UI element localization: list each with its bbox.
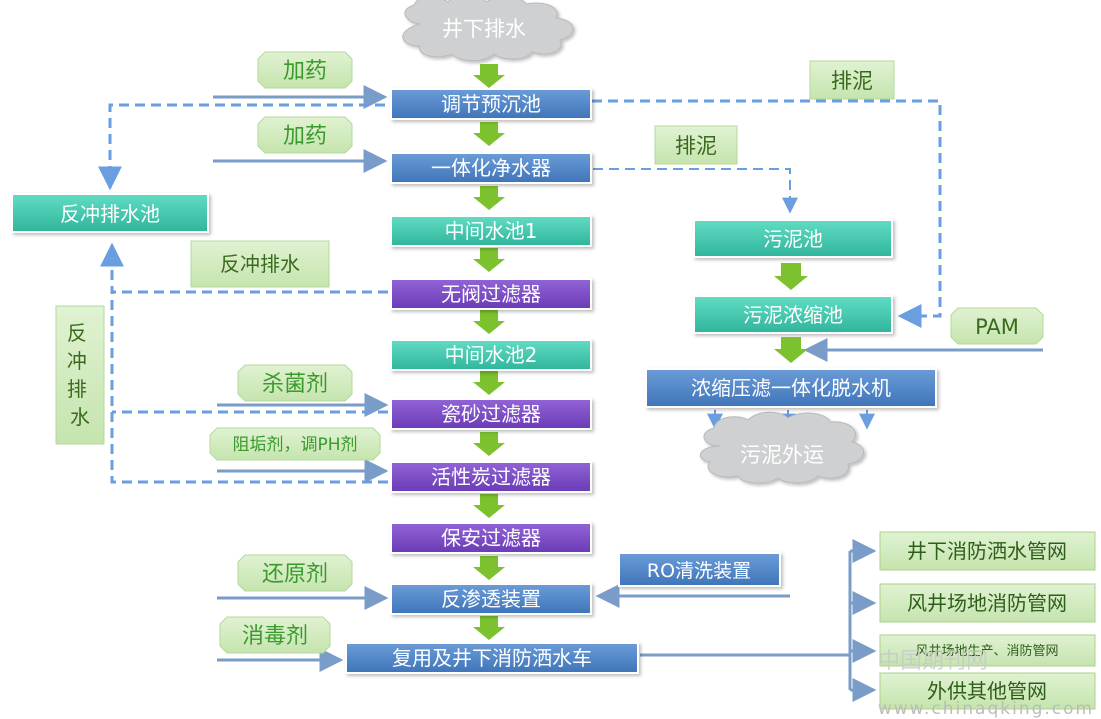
connector-lines	[213, 85, 1043, 702]
chemical-tag-scale_ph	[209, 427, 381, 461]
output-label: 井下消防洒水管网	[907, 539, 1067, 563]
sludge-thickener-label: 污泥浓缩池	[743, 303, 843, 327]
output-box-2[interactable]	[879, 583, 1096, 623]
pam-tag	[950, 307, 1044, 345]
sludge-discharge-label-2: 排泥	[675, 134, 717, 158]
pam-label: PAM	[975, 315, 1019, 339]
green-arrow	[774, 337, 808, 363]
cloud-source	[402, 0, 574, 62]
sludge-line	[592, 99, 942, 328]
process-box-label: 中间水池1	[445, 219, 538, 243]
green-arrow	[774, 263, 808, 290]
ro-cleaning-box[interactable]	[618, 552, 781, 587]
backwash-vertical-label: 反 冲 排 水	[67, 321, 93, 429]
sludge-pond-box[interactable]	[693, 219, 893, 258]
green-arrow	[473, 64, 505, 88]
process-box-label: 活性炭过滤器	[431, 465, 551, 489]
output-box-1[interactable]	[879, 531, 1096, 571]
chemical-label: 杀菌剂	[262, 372, 328, 397]
output-label: 风井场地消防管网	[907, 591, 1067, 615]
chemical-tag-reductant	[237, 554, 353, 592]
output-label: 外供其他管网	[927, 679, 1047, 703]
dewatering-press-label: 浓缩压滤一体化脱水机	[691, 376, 891, 400]
backwash-vertical-tag	[55, 305, 105, 445]
process-box-6[interactable]	[390, 398, 592, 430]
sludge-discharge-tag-1	[809, 60, 895, 100]
green-arrow	[473, 616, 505, 640]
chemical-tag-bactericide	[237, 364, 353, 402]
dewatering-press-box[interactable]	[645, 368, 937, 408]
process-box-9[interactable]	[390, 583, 592, 615]
process-box-8[interactable]	[390, 522, 592, 554]
cloud-sludge-transport	[699, 411, 864, 484]
process-box-label: 无阀过滤器	[441, 282, 541, 306]
sludge-line	[593, 168, 798, 214]
chemical-tag-dose2	[257, 116, 353, 154]
sludge-pond-label: 污泥池	[763, 227, 823, 251]
chemical-label: 还原剂	[262, 562, 328, 587]
sludge-chain: 污泥池 污泥浓缩池 浓缩压滤一体化脱水机	[645, 219, 937, 408]
sludge-discharge-label-1: 排泥	[831, 69, 873, 93]
green-arrow	[473, 122, 505, 146]
sludge-discharge-tag-2	[654, 125, 738, 165]
flow-arrows	[473, 64, 505, 640]
green-arrow	[473, 556, 505, 580]
process-box-label: 一体化净水器	[431, 156, 551, 180]
process-box-label: 反渗透装置	[441, 587, 541, 611]
green-arrow	[473, 310, 505, 334]
process-box-7[interactable]	[390, 461, 592, 493]
green-arrow	[473, 371, 505, 395]
green-arrow	[473, 432, 505, 456]
chemical-tag-disinfectant	[219, 616, 331, 654]
chemical-label: 加药	[283, 59, 327, 84]
output-box-4[interactable]	[879, 672, 1096, 710]
process-box-label: 中间水池2	[445, 343, 538, 367]
source-label: 井下排水	[442, 17, 526, 41]
green-arrow	[473, 186, 505, 210]
ro-cleaning-label: RO清洗装置	[647, 560, 751, 582]
chemical-label: 加药	[283, 124, 327, 149]
process-box-2[interactable]	[390, 152, 592, 184]
output-label: 风井场地生产、消防管网	[915, 643, 1058, 659]
green-arrow	[473, 494, 505, 518]
backwash-drain-label: 反冲排水	[220, 252, 300, 276]
output-box-3[interactable]	[879, 634, 1096, 667]
process-box-3[interactable]	[390, 215, 592, 247]
process-box-10[interactable]	[345, 642, 639, 674]
sludge-thickener-box[interactable]	[693, 295, 893, 334]
backwash-pool-label: 反冲排水池	[60, 202, 160, 226]
backwash-line	[110, 292, 388, 484]
watermark-cn: 中国期刊网	[878, 649, 988, 674]
chemical-tag-dose1	[257, 51, 353, 89]
chemical-label: 消毒剂	[242, 624, 308, 649]
process-box-label: 保安过滤器	[441, 526, 541, 550]
process-box-label: 调节预沉池	[441, 92, 541, 116]
watermark-url: www.chinaqking.com	[878, 699, 1094, 719]
process-box-label: 复用及井下消防洒水车	[392, 646, 592, 670]
process-box-1[interactable]	[390, 88, 592, 120]
chemical-label: 阻垢剂，调PH剂	[232, 435, 357, 455]
process-box-5[interactable]	[390, 339, 592, 371]
backwash-pool-box[interactable]	[11, 193, 209, 233]
green-arrow	[473, 248, 505, 272]
backwash-drain-tag	[190, 240, 330, 288]
process-box-label: 瓷砂过滤器	[441, 402, 541, 426]
process-box-4[interactable]	[390, 278, 592, 310]
dashed-lines	[98, 99, 942, 484]
backwash-line	[98, 103, 385, 191]
sludge-transport-label: 污泥外运	[740, 443, 824, 467]
